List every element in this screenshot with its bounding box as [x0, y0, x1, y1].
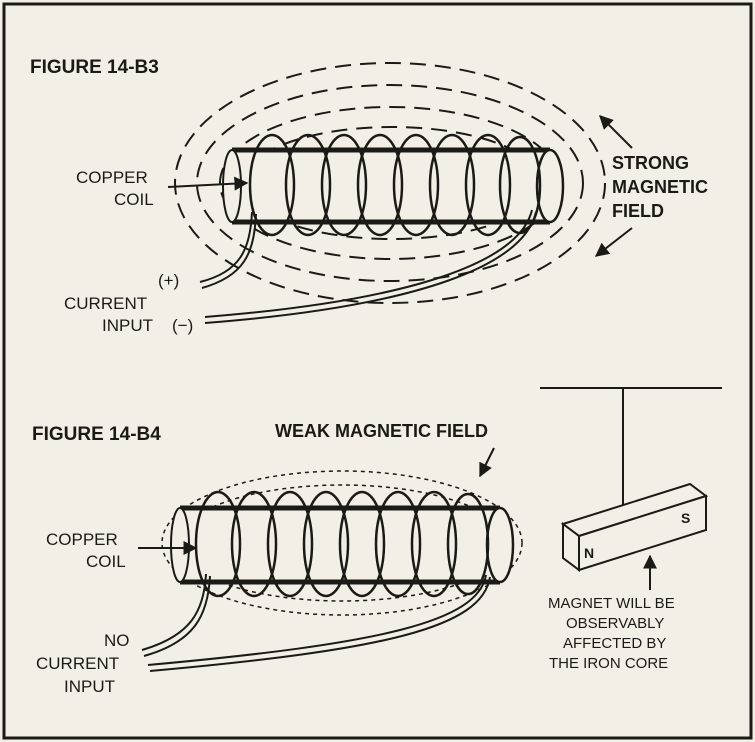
b3-copper-coil-label-line2: COIL — [114, 190, 154, 209]
strong-field-arrow-down — [594, 227, 633, 257]
magnet-note-line1: MAGNET WILL BE — [548, 595, 675, 612]
figure-b4: FIGURE 14-B4 WEAK MAGNETIC FIELD — [32, 387, 722, 696]
magnet-south-label: S — [681, 510, 690, 526]
figure-b3: FIGURE 14-B3 — [30, 57, 708, 335]
weak-field-label: WEAK MAGNETIC FIELD — [275, 421, 488, 441]
b4-copper-coil-label-line1: COPPER — [46, 530, 118, 549]
weak-field-arrow — [479, 447, 495, 478]
figure-b3-title: FIGURE 14-B3 — [30, 57, 159, 78]
magnet-note-line4: THE IRON CORE — [549, 655, 668, 672]
magnet-note-line2: OBSERVABLY — [566, 615, 664, 632]
b4-no-current-label-line3: INPUT — [64, 677, 115, 696]
strong-field-label-line2: MAGNETIC — [612, 177, 708, 197]
b3-copper-coil-label-line1: COPPER — [76, 168, 148, 187]
magnet-note-line3: AFFECTED BY — [563, 635, 666, 652]
bar-magnet: N S — [540, 387, 722, 572]
b3-current-label-line1: CURRENT — [64, 294, 147, 313]
b4-no-current-label-line1: NO — [104, 631, 130, 650]
strong-field-label-line1: STRONG — [612, 153, 689, 173]
figure-b4-title: FIGURE 14-B4 — [32, 424, 161, 445]
lead-wires — [199, 209, 537, 324]
lead-wires-b4 — [141, 573, 491, 672]
strong-field-label-line3: FIELD — [612, 201, 664, 221]
b4-copper-coil-label-line2: COIL — [86, 552, 126, 571]
b3-minus-sign: (−) — [172, 316, 193, 335]
b3-current-label-line2: INPUT — [102, 316, 153, 335]
copper-coil — [248, 133, 542, 237]
b3-plus-sign: (+) — [158, 271, 179, 290]
magnet-north-label: N — [584, 545, 594, 561]
b4-no-current-label-line2: CURRENT — [36, 654, 119, 673]
b3-coil-pointer-arrow — [167, 176, 249, 191]
strong-field-arrow-up — [599, 115, 633, 149]
